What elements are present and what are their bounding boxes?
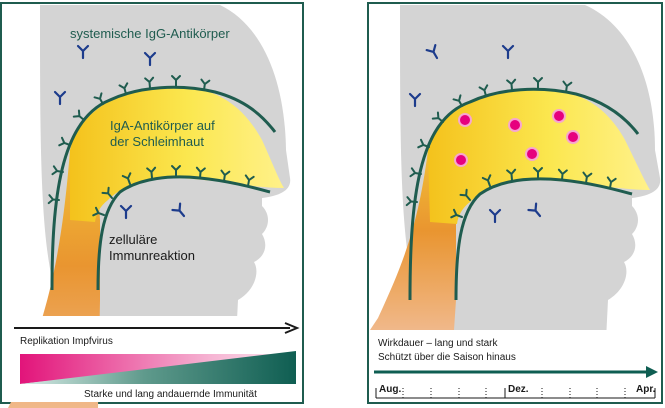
mucosa-lower-edge-right xyxy=(454,177,633,301)
right-info-box xyxy=(372,330,660,400)
iga-label-line2: der Schleimhaut xyxy=(110,134,204,149)
virus-particle xyxy=(566,130,580,144)
immunity-label: Starke und lang andauernde Immunität xyxy=(84,389,257,400)
replication-arrowhead xyxy=(284,322,300,334)
month-label-dez: Dez. xyxy=(508,384,529,395)
virus-particle xyxy=(525,147,539,161)
vaccine-virus-particles xyxy=(454,109,580,167)
right-panel: Wirkdauer – lang und stark Schützt über … xyxy=(367,2,663,404)
replication-label: Replikation Impfvirus xyxy=(20,336,113,347)
virus-particle xyxy=(458,113,472,127)
mucosa-lower-edge xyxy=(96,175,271,291)
month-label-aug: Aug. xyxy=(379,384,401,395)
virus-particle xyxy=(552,109,566,123)
immunity-wedge xyxy=(20,351,296,384)
mucosa-upper-edge-right xyxy=(408,87,640,301)
iga-label-line1: IgA-Antikörper auf xyxy=(110,118,215,133)
virus-particle xyxy=(454,153,468,167)
season-arrowhead xyxy=(646,366,658,378)
month-ticks xyxy=(375,388,656,399)
duration-line1: Wirkdauer – lang und stark xyxy=(378,338,499,349)
virus-particle xyxy=(508,118,522,132)
left-panel: systemische IgG-Antikörper IgA-Antikörpe… xyxy=(0,2,304,408)
cellular-label-line1: zelluläre xyxy=(109,232,157,247)
cellular-label-line2: Immunreaktion xyxy=(109,248,195,263)
month-label-apr: Apr. xyxy=(636,384,656,395)
duration-line2: Schützt über die Saison hinaus xyxy=(378,352,516,363)
systemic-igg-label: systemische IgG-Antikörper xyxy=(70,26,230,41)
mucosa-upper-edge xyxy=(50,85,277,291)
